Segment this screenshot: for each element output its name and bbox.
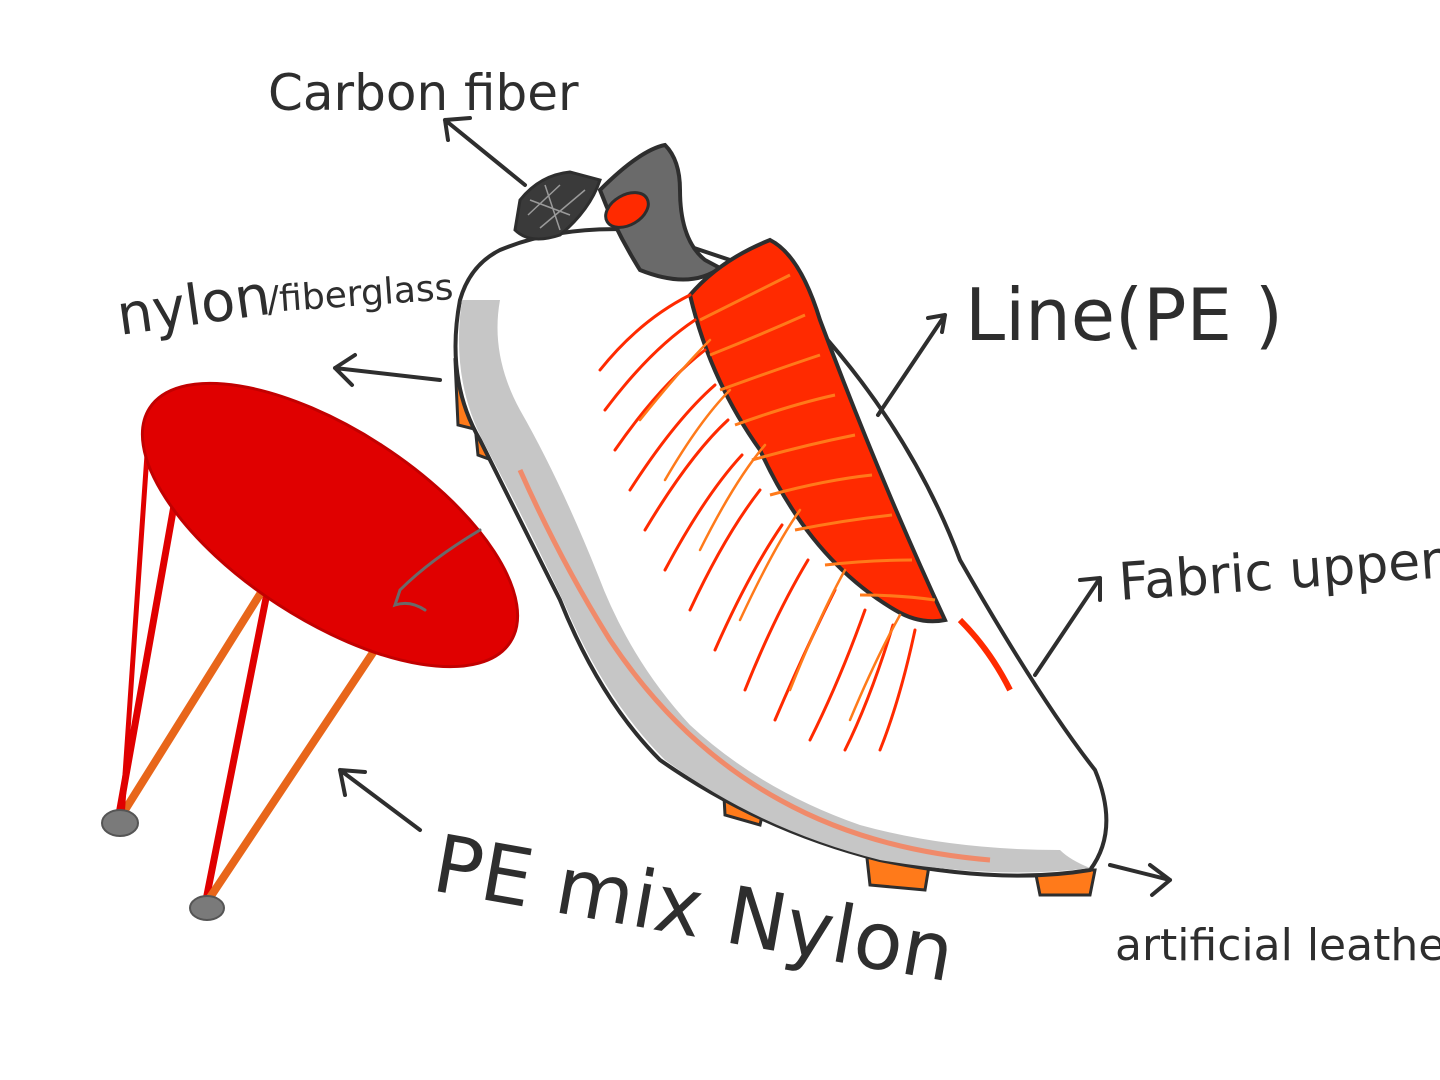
stool-leg-red <box>119 437 151 821</box>
lace-stripe <box>699 273 791 322</box>
stool-foot <box>101 809 139 837</box>
lace-stripe <box>709 313 806 357</box>
label-carbon-fiber: Carbon fiber <box>268 64 579 122</box>
label-nylon: nylon <box>113 263 275 349</box>
pe-line <box>788 568 847 692</box>
pe-line <box>663 453 744 572</box>
pe-line <box>598 293 692 372</box>
lace-stripe <box>719 353 821 392</box>
label-artificial-leather: artificial leather <box>1115 920 1440 971</box>
lace-stripe <box>734 393 836 427</box>
pe-line <box>848 613 902 722</box>
sole-shading <box>458 300 1090 873</box>
lace-stripe <box>824 558 913 567</box>
pe-line <box>638 338 712 422</box>
lace-stripe <box>794 513 893 532</box>
pe-line <box>808 608 867 742</box>
pe-line <box>743 558 810 692</box>
pe-line <box>738 508 802 622</box>
pe-line <box>603 318 697 412</box>
lace-stripe <box>769 473 873 497</box>
disc-pointer-arrow <box>392 528 482 612</box>
lace-stripe <box>859 593 936 602</box>
arrow-nylon-fiberglass <box>333 353 442 387</box>
shoe-illustration <box>453 142 1109 897</box>
label-line-pe: Line(PE ) <box>965 273 1283 357</box>
stool-foot <box>189 895 225 921</box>
arrow-artificial-leather <box>1108 863 1172 897</box>
annotation-arrows <box>333 116 1172 897</box>
lace-stripe <box>751 433 856 462</box>
toe-accent <box>957 617 1013 692</box>
pe-line <box>688 488 762 612</box>
pe-line <box>643 418 730 532</box>
pe-line <box>878 628 917 752</box>
stool-legs <box>114 437 382 909</box>
stool-leg-orange <box>201 641 382 909</box>
pe-line <box>663 388 732 482</box>
arrow-fabric-upper <box>1033 576 1102 677</box>
carbon-fiber-texture <box>527 184 586 231</box>
pe-line <box>628 383 717 492</box>
carbon-fiber-cap <box>513 170 602 241</box>
stool-disc-top <box>140 381 520 669</box>
arrow-carbon-fiber <box>443 116 527 187</box>
pe-line-fan <box>598 293 917 752</box>
outsole-edge <box>517 468 991 863</box>
pe-line <box>698 443 767 552</box>
label-fabric-upper: Fabric upper <box>1117 531 1440 613</box>
stool-leg-red <box>201 564 276 909</box>
arrow-line-pe <box>876 313 947 417</box>
label-fiberglass: /fiberglass <box>266 267 455 321</box>
stool-illustration <box>101 381 520 921</box>
pe-line <box>843 623 895 752</box>
arrow-pe-mix-nylon <box>338 768 422 832</box>
pe-line <box>613 348 707 452</box>
stool-leg-orange <box>116 571 276 822</box>
lace-panel <box>687 237 948 624</box>
pe-line-fan-orange <box>638 338 902 722</box>
heel-counter <box>597 142 724 282</box>
lace-stripes <box>699 273 936 602</box>
heel-window <box>604 191 650 229</box>
pe-line <box>713 523 784 652</box>
